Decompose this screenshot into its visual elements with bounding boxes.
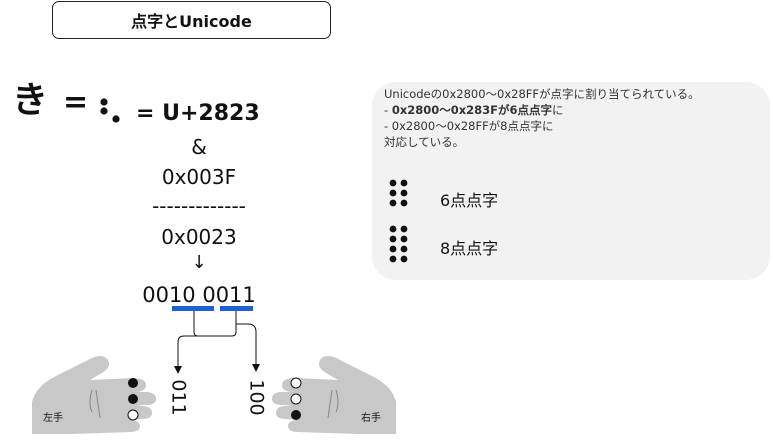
upper-connector <box>193 311 237 337</box>
result-value: 0x0023 <box>161 225 237 249</box>
right-hand-label: 右手 <box>361 413 381 424</box>
upper-nibble-bar <box>172 306 214 311</box>
and-operator: & <box>191 135 207 159</box>
info-panel <box>372 82 770 280</box>
right-connector <box>236 323 257 366</box>
six-dot-braille-icon <box>389 179 408 207</box>
info-line-2-suffix: に <box>552 103 564 117</box>
info-line-2-prefix: - <box>384 103 392 117</box>
left-hand-label: 左手 <box>43 413 63 424</box>
lower-nibble-bar <box>220 306 253 311</box>
left-hand-braille-dots <box>127 378 139 421</box>
separator-line: ------------- <box>152 194 246 218</box>
right-hand-bits: 100 <box>245 379 268 416</box>
right-hand-icon <box>272 356 396 434</box>
left-hand-bits: 011 <box>167 379 190 416</box>
binary-value: 0010 0011 <box>142 283 256 307</box>
info-line-1: Unicodeの0x2800〜0x28FFが点字に割り当てられている。 <box>384 87 700 101</box>
mask-value: 0x003F <box>161 165 237 189</box>
info-line-4: 対応している。 <box>384 135 465 149</box>
title-text: 点字とUnicode <box>131 12 252 31</box>
info-line-3: - 0x2800〜0x28FFが8点点字に <box>384 119 554 133</box>
down-arrow-icon: ↓ <box>191 252 207 273</box>
left-arrow-head <box>174 366 182 374</box>
equals-sign: = <box>63 85 89 120</box>
codepoint-text: = U+2823 <box>136 101 260 126</box>
right-hand-braille-dots <box>290 377 302 420</box>
character-ki: き <box>12 80 49 121</box>
left-hand-icon <box>32 356 156 434</box>
left-connector <box>177 335 215 368</box>
title-box: 点字とUnicode <box>52 1 331 39</box>
info-line-2: - 0x2800〜0x283Fが6点点字に <box>384 103 564 117</box>
info-line-2-bold: 0x2800〜0x283Fが6点点字 <box>391 103 553 117</box>
right-arrow-head <box>252 364 260 372</box>
six-dot-label: 6点点字 <box>440 191 499 210</box>
eight-dot-label: 8点点字 <box>440 239 499 258</box>
braille-ki-icon <box>100 98 120 123</box>
eight-dot-braille-icon <box>389 225 408 263</box>
